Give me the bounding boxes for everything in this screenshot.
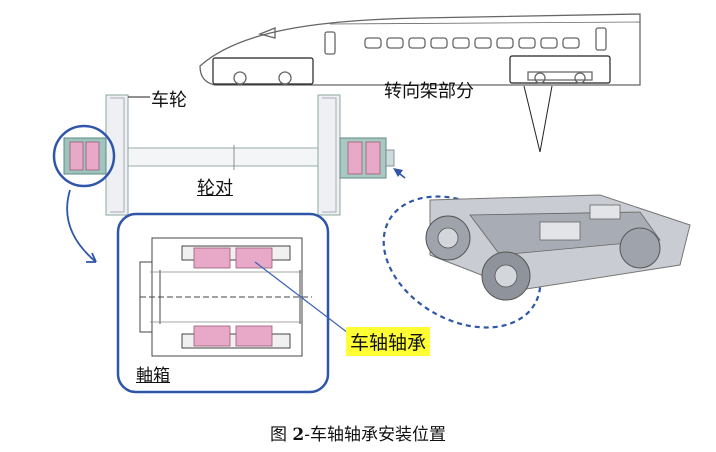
train-outline: [199, 13, 641, 86]
right-axle-bearing: [339, 137, 395, 179]
caption-prefix: 图: [270, 425, 293, 445]
figure-caption: 图 2-车轴轴承安装位置: [0, 420, 716, 445]
label-axle-bearing: 车轴轴承: [346, 327, 431, 356]
label-wheel: 车轮: [151, 90, 187, 111]
wheelset: [105, 94, 395, 216]
label-wheelset: 轮对: [197, 178, 233, 199]
right-wheel: [317, 94, 341, 216]
bogie-photo: [382, 194, 691, 329]
caption-text: -车轴轴承安装位置: [304, 425, 446, 445]
left-bearing-highlight: [52, 124, 116, 188]
label-bogie: 转向架部分: [384, 81, 474, 102]
detail-arrow: [66, 189, 97, 263]
label-axle-box: 軸箱: [136, 366, 170, 386]
axle: [105, 147, 347, 167]
bogie-pointer-arrow: [393, 168, 406, 179]
left-wheel: [105, 94, 129, 216]
bearing-leader: [254, 261, 353, 337]
axle-box-detail: [116, 212, 330, 394]
bogie-callout-lines: [523, 85, 553, 153]
caption-number: 2: [292, 425, 305, 445]
